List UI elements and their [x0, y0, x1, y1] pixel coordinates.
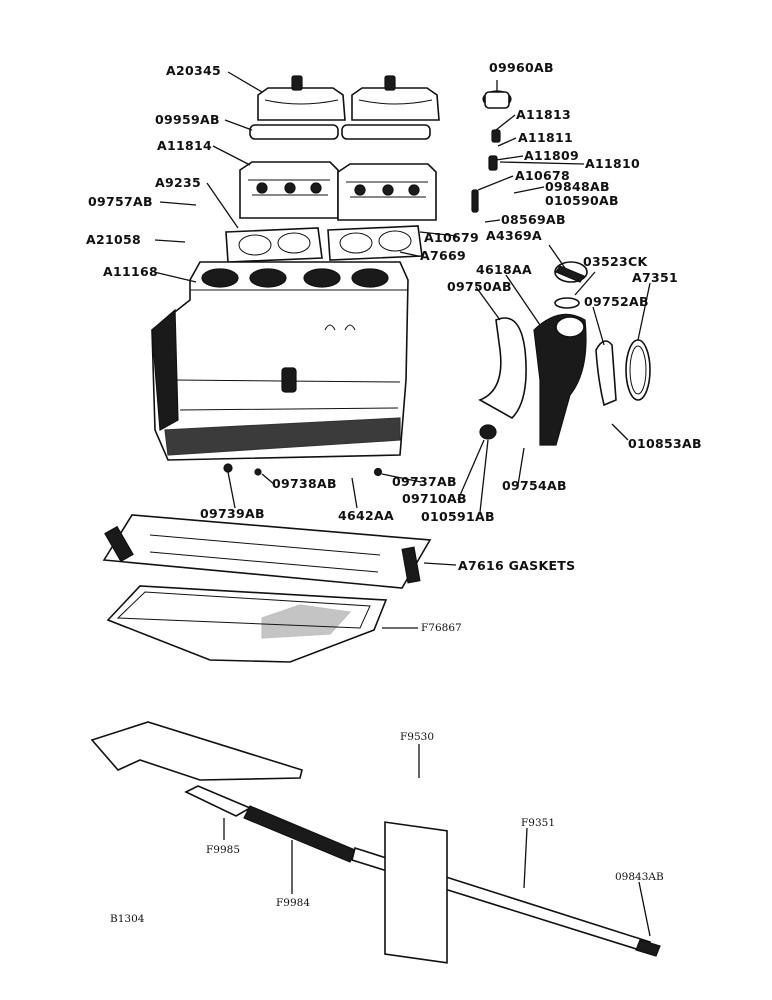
label-09737ab: 09737AB	[392, 474, 457, 489]
label-a21058: A21058	[86, 232, 141, 247]
label-09739ab: 09739AB	[200, 506, 265, 521]
label-a9235: A9235	[155, 175, 201, 190]
cover-gasket-left	[249, 124, 339, 140]
bolt-09737	[373, 467, 383, 477]
label-4642aa: 4642AA	[338, 508, 394, 523]
label-010853ab: 010853AB	[628, 436, 702, 451]
plug-010591	[479, 424, 497, 440]
screw-09739	[223, 463, 233, 473]
label-f9530: F9530	[400, 731, 434, 743]
filler-gasket	[554, 297, 580, 309]
label-a11813: A11813	[516, 107, 571, 122]
label-09848ab: 09848AB	[545, 179, 610, 194]
label-f9351: F9351	[521, 817, 555, 829]
bolt-a10678	[471, 189, 479, 213]
head-gasket-left	[225, 227, 323, 263]
label-010590ab: 010590AB	[545, 193, 619, 208]
seal-inner	[629, 345, 647, 395]
label-09757ab: 09757AB	[88, 194, 153, 209]
cylinder-head-cover-right	[351, 75, 440, 121]
breather-tube-assembly	[184, 785, 661, 964]
label-a7616-gaskets: A7616 GASKETS	[458, 558, 575, 573]
label-f76867: F76867	[421, 622, 462, 634]
head-gasket-right	[327, 225, 423, 261]
screw-09738	[254, 468, 262, 476]
timing-gear-cover	[533, 313, 587, 446]
label-09750ab: 09750AB	[447, 279, 512, 294]
stud-a11813	[491, 129, 501, 143]
cylinder-head-cover-left	[257, 75, 346, 121]
label-a20345: A20345	[166, 63, 221, 78]
oil-pan-gaskets	[102, 514, 432, 589]
filler-cap-body	[484, 91, 510, 109]
label-a11809: A11809	[524, 148, 579, 163]
label-a4369a: A4369A	[486, 228, 542, 243]
cover-gasket-right	[341, 124, 431, 140]
label-4618aa: 4618AA	[476, 262, 532, 277]
label-a11811: A11811	[518, 130, 573, 145]
fan-gasket	[595, 340, 617, 407]
label-b1304: B1304	[110, 913, 145, 925]
label-a7669: A7669	[420, 248, 466, 263]
label-09752ab: 09752AB	[584, 294, 649, 309]
label-f9985: F9985	[206, 844, 240, 856]
stud-a11809	[488, 155, 498, 171]
cylinder-head-left	[239, 161, 339, 219]
oil-pan-fragment	[90, 721, 303, 781]
timing-cover-gasket	[478, 317, 527, 419]
oil-pan	[106, 585, 388, 663]
oil-filler-tube	[554, 261, 588, 283]
label-a11168: A11168	[103, 264, 158, 279]
label-f9984: F9984	[276, 897, 310, 909]
label-09960ab: 09960AB	[489, 60, 554, 75]
label-09710ab: 09710AB	[402, 491, 467, 506]
label-010591ab: 010591AB	[421, 509, 495, 524]
engine-block	[151, 261, 409, 461]
label-09959ab: 09959AB	[155, 112, 220, 127]
label-a11814: A11814	[157, 138, 212, 153]
cylinder-head-right	[337, 163, 437, 221]
label-09843ab: 09843AB	[615, 871, 664, 883]
label-a11810: A11810	[585, 156, 640, 171]
label-03523ck: 03523CK	[583, 254, 648, 269]
label-09754ab: 09754AB	[502, 478, 567, 493]
label-a7351: A7351	[632, 270, 678, 285]
label-09738ab: 09738AB	[272, 476, 337, 491]
label-a10678: A10678	[515, 168, 570, 183]
label-a10679: A10679	[424, 230, 479, 245]
label-08569ab: 08569AB	[501, 212, 566, 227]
